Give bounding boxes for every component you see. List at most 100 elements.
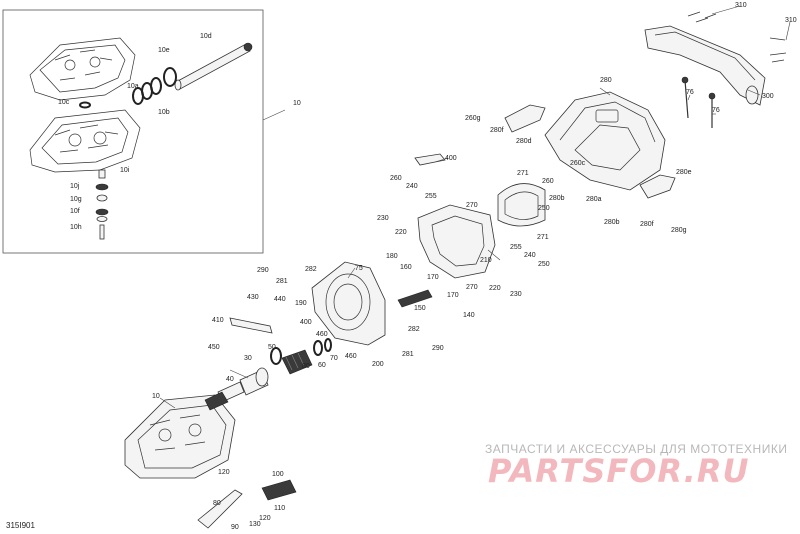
part-label: 260c [570,160,586,167]
link-410 [229,317,273,334]
part-label: 110 [274,505,285,512]
part-label: 290 [257,267,269,274]
inset-label: 10b [158,109,170,116]
inset-housing-top [29,37,136,101]
main-unit-10 [124,391,236,479]
reference-number: 315I901 [6,521,35,530]
part-label: 120 [259,515,271,522]
part-label: 240 [524,252,536,259]
part-label: 460 [345,353,357,360]
inset-label: 10 [293,100,301,107]
bracket-300 [644,25,766,106]
inset-label: 10j [70,183,80,190]
part-label: 200 [372,361,384,368]
cover-280 [544,91,666,191]
part-label: 271 [517,170,529,177]
part-label: 400 [445,155,457,162]
part-label: 300 [762,93,774,100]
part-label: 160 [400,264,412,271]
inset-label: 10c [58,99,70,106]
part-label: 60 [318,362,326,369]
inset-housing-bottom [29,109,141,173]
part-label: 450 [208,344,220,351]
part-label: 220 [395,229,407,236]
part-label: 40 [226,376,234,383]
part-label: 281 [276,278,288,285]
inset-label: 10e [158,47,170,54]
part-label: 260g [465,115,481,122]
part-label: 100 [272,471,284,478]
part-label: 75 [355,265,363,272]
part-label: 250 [538,261,550,268]
part-label: 130 [249,521,261,528]
rings-50-70 [270,338,332,365]
part-label: 30 [244,355,252,362]
screws-310 [687,11,787,63]
part-label: 120 [218,469,230,476]
part-label: 270 [466,202,478,209]
part-label: 271 [537,234,549,241]
part-label: 220 [489,285,501,292]
part-label: 270 [466,284,478,291]
part-label: 90 [231,524,239,531]
part-label: 150 [414,305,426,312]
ring-260 [497,183,546,227]
bellows-100 [261,479,297,501]
inset-label: 10g [70,196,82,203]
part-label: 460 [316,331,328,338]
inset-label: 10h [70,224,82,231]
part-label: 190 [295,300,307,307]
inset-label: 10i [120,167,130,174]
part-label: 280b [549,195,565,202]
part-label: 280a [586,196,602,203]
part-label: 230 [377,215,389,222]
part-label: 50 [268,344,276,351]
part-label: 280 [600,77,612,84]
part-label: 282 [305,266,317,273]
part-label: 440 [274,296,286,303]
inset-shaft [174,42,253,91]
callout-labels: 10d 10e 10 10a 10c 10b 10i 10j 10g 10f 10h 310 310 28… [58,2,797,531]
part-label: 310 [735,2,747,9]
bracket-280d [504,104,546,133]
part-label: 240 [406,183,418,190]
part-label: 280d [516,138,532,145]
part-label: 260 [390,175,402,182]
part-label: 76 [712,107,720,114]
part-label: 430 [247,294,259,301]
part-label: 280b [604,219,620,226]
inset-label: 10a [127,83,139,90]
part-label: 80 [213,500,221,507]
shaft-150 [397,289,433,308]
part-label: 76 [686,89,694,96]
part-label: 255 [425,193,437,200]
bracket-400 [414,153,446,166]
part-label: 230 [510,291,522,298]
arm-80 [197,489,243,529]
coupling-30-40 [217,367,269,403]
bracket-280e [639,174,676,199]
bellows-80 [281,349,313,375]
part-label: 280g [671,227,687,234]
part-label: 210 [480,257,492,264]
part-label: 170 [447,292,459,299]
part-label: 180 [386,253,398,260]
inset-stack [95,169,109,240]
part-label: 290 [432,345,444,352]
part-label: 310 [785,17,797,24]
frame-210 [417,204,496,279]
part-label: 280f [640,221,654,228]
part-label: 280f [490,127,504,134]
part-label: 70 [330,355,338,362]
inset-rings [79,67,177,109]
bolts-76 [681,76,716,128]
part-label: 282 [408,326,420,333]
inset-label: 10f [70,208,80,215]
part-label: 10 [152,393,160,400]
watermark-logo: PARTSFOR.RU [488,452,749,490]
part-label: 170 [427,274,439,281]
watermark-caption: ЗАПЧАСТИ И АКСЕССУАРЫ ДЛЯ МОТОТЕХНИКИ [485,442,787,456]
inset-label: 10d [200,33,212,40]
part-label: 255 [510,244,522,251]
